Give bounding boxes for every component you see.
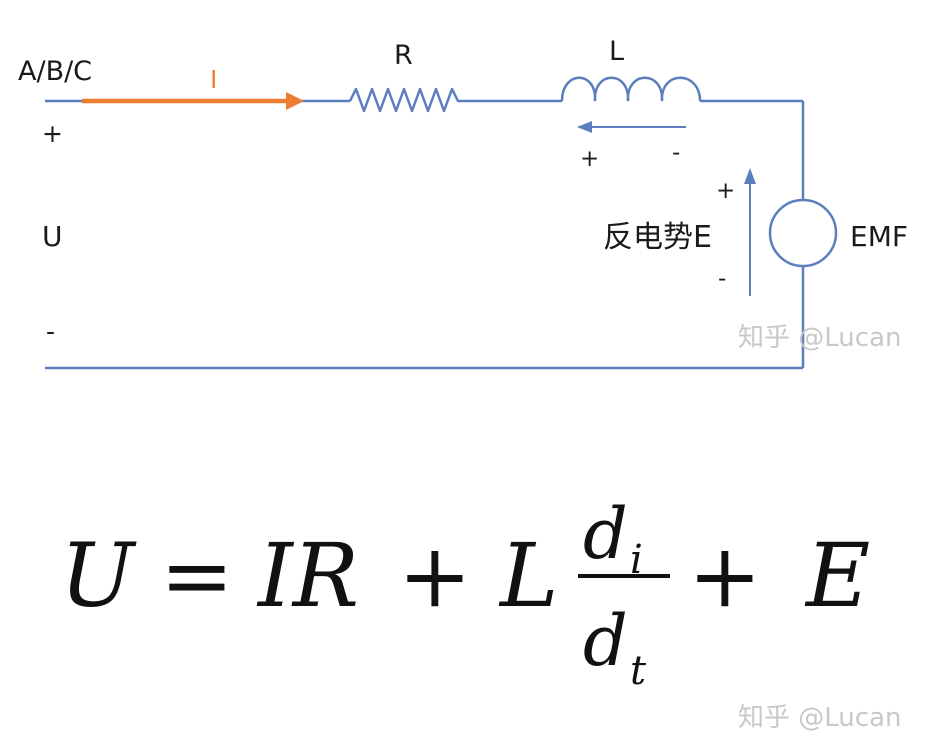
equation-l-term: L	[498, 524, 558, 627]
inductor-plus-label: +	[580, 146, 599, 172]
equation-plus-2: +	[688, 524, 762, 627]
emf-minus-label: -	[718, 266, 726, 292]
fraction-denominator-sub: t	[630, 648, 647, 694]
fraction-denominator-d: d	[583, 600, 628, 682]
watermark-bottom: 知乎 @Lucan	[738, 703, 901, 733]
node-label: A/B/C	[18, 56, 92, 87]
watermark-top: 知乎 @Lucan	[738, 323, 901, 353]
current-label: I	[210, 65, 217, 94]
emf-arrow	[744, 168, 756, 296]
inductor-voltage-arrow	[577, 121, 686, 133]
terminal-plus-label: +	[42, 119, 63, 148]
resistor-label: R	[394, 40, 413, 71]
inductor-minus-label: -	[672, 140, 680, 166]
current-arrow	[82, 92, 304, 110]
inductor-symbol	[560, 76, 702, 102]
inductor-label: L	[609, 36, 624, 67]
equation-ir-term: IR	[256, 524, 359, 627]
resistor-symbol	[348, 87, 463, 113]
equation-e-term: E	[804, 524, 870, 627]
emf-plus-label: +	[716, 178, 735, 204]
equation-lhs: U	[60, 524, 137, 627]
voltage-label: U	[42, 220, 63, 253]
back-emf-label: 反电势E	[603, 220, 712, 255]
fraction-numerator-d: d	[583, 493, 628, 575]
fraction-numerator-sub: i	[630, 537, 643, 583]
equation-equals: =	[160, 524, 234, 627]
equation: U = IR + L d i d t + E	[60, 493, 870, 694]
emf-label: EMF	[850, 220, 908, 253]
emf-source-symbol	[768, 198, 838, 268]
equation-plus-1: +	[398, 524, 472, 627]
terminal-minus-label: -	[46, 317, 55, 346]
